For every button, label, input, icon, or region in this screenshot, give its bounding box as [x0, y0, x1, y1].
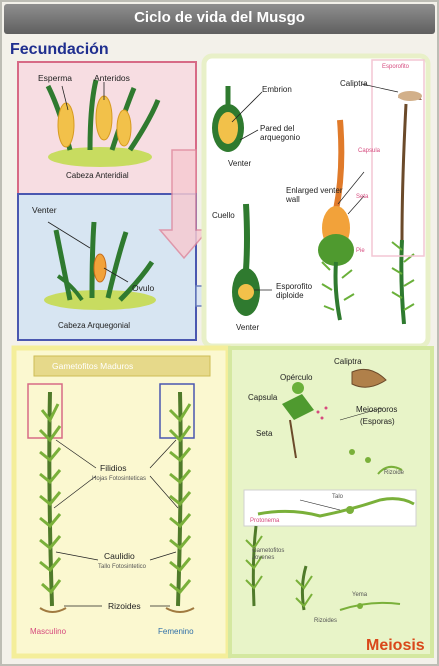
label-operculo: Opérculo [280, 374, 312, 382]
label-talo: Talo [332, 494, 343, 500]
archegonial-panel [18, 194, 196, 340]
label-cabeza-anteridial: Cabeza Anteridial [66, 172, 129, 180]
label-anteridios: Anteridos [94, 74, 130, 83]
label-filidios-sub: Hojas Fotosinteticas [92, 476, 146, 482]
label-esporas: (Esporas) [360, 418, 395, 426]
section-meiosis: Meiosis [366, 638, 425, 654]
label-venter-bottom: Venter [236, 324, 259, 332]
label-gametofitos-maduros: Gametofitos Maduros [52, 362, 133, 371]
label-seta-pink: Seta [356, 194, 368, 200]
section-fecundacion: Fecundación [10, 42, 109, 58]
label-meiosporos: Meiosporos [356, 406, 397, 414]
label-caulidio-sub: Tallo Fotosintetico [98, 564, 146, 570]
label-cuello: Cuello [212, 212, 235, 220]
label-seta: Seta [256, 430, 272, 438]
label-capsula: Capsula [248, 394, 277, 402]
label-pared: Pared del arquegonio [260, 124, 312, 142]
label-esporofito-pink: Esporofito [382, 64, 409, 70]
label-ovulo: Ovulo [132, 284, 154, 293]
diagram-title: Ciclo de vida del Musgo [0, 10, 439, 25]
label-esporofito: Esporofito diploide [276, 282, 316, 300]
label-cabeza-arquegonial: Cabeza Arquegonial [58, 322, 130, 330]
label-yema: Yema [352, 592, 367, 598]
label-caliptra-top: Caliptra [340, 80, 368, 88]
label-filidios: Filidios [100, 464, 126, 473]
label-masculino: Masculino [30, 628, 66, 636]
label-caulidio: Caulidio [104, 552, 135, 561]
label-pie: Pie [356, 248, 365, 254]
label-enlarged-venter: Enlarged venter wall [286, 186, 346, 204]
label-venter: Venter [32, 206, 57, 215]
label-protonema: Protonema [250, 518, 279, 524]
label-caliptra: Caliptra [334, 358, 362, 366]
label-venter-top: Venter [228, 160, 251, 168]
label-embrion: Embrion [262, 86, 292, 94]
label-rizoides: Rizoides [108, 602, 141, 611]
label-rizoides-meiosis: Rizoides [314, 618, 337, 624]
label-esperma: Esperma [38, 74, 72, 83]
label-rizoide: Rizoide [384, 470, 404, 476]
label-femenino: Femenino [158, 628, 194, 636]
label-gametofitos-jovenes: Gametofitos Jovenes [252, 548, 302, 562]
label-capsula-pink: Capsula [358, 148, 380, 154]
